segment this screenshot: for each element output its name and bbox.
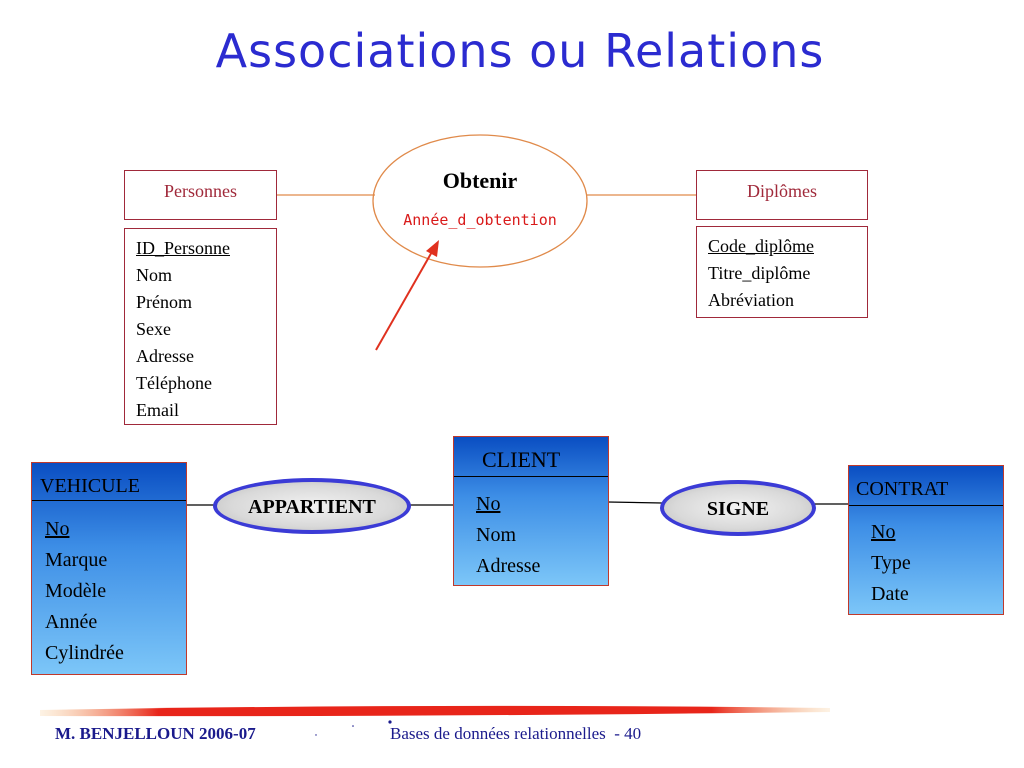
attribute-key: No [476,493,501,515]
entity-header-personnes: Personnes [124,170,277,220]
arrow-line [375,249,434,351]
entity-client: CLIENT No Nom Adresse [453,436,609,586]
entity-name: VEHICULE [32,463,186,501]
attribute-key: No [45,518,70,540]
slide-title: Associations ou Relations [215,24,825,78]
attribute: Cylindrée [45,642,124,664]
entity-name: Diplômes [747,181,817,201]
attribute-key: Code_diplôme [708,236,814,256]
relation-name: APPARTIENT [248,496,376,518]
footer-author: M. BENJELLOUN 2006-07 [55,724,256,743]
attribute: Abréviation [708,290,794,310]
footer-page-number: - 40 [614,724,642,743]
relation-appartient: APPARTIENT [213,478,411,534]
relation-name: SIGNE [706,498,770,520]
entity-attributes-diplomes: Code_diplôme Titre_diplôme Abréviation [696,226,868,318]
attribute-list: No Nom Adresse [476,489,540,582]
attribute-list: No Type Date [871,517,911,610]
attribute: Modèle [45,580,107,602]
attribute: Email [136,400,179,420]
attribute-key: ID_Personne [136,238,230,258]
link-client-signe [607,501,663,504]
relation-signe: SIGNE [660,480,816,536]
attribute: Année [45,611,98,633]
attribute: Adresse [136,346,194,366]
attribute: Sexe [136,319,171,339]
attribute: Marque [45,549,108,571]
attribute: Téléphone [136,373,212,393]
footer-bar [40,705,830,717]
entity-name: CONTRAT [849,466,1003,506]
attribute-key: No [871,521,896,543]
relation-oval-obtenir [372,134,588,268]
relation-name-obtenir: Obtenir [442,168,518,193]
footer-dot [352,725,354,727]
attribute: Adresse [476,555,541,577]
attribute: Date [871,583,909,605]
entity-vehicule: VEHICULE No Marque Modèle Année Cylindré… [31,462,187,675]
attribute: Type [871,552,911,574]
attribute: Prénom [136,292,192,312]
entity-name: Personnes [164,181,237,201]
entity-contrat: CONTRAT No Type Date [848,465,1004,615]
footer-dot [388,720,392,724]
arrow-head [426,240,439,257]
footer-course: Bases de données relationnelles - 40 [390,724,641,744]
footer-course-title: Bases de données relationnelles [390,724,606,743]
attribute: Nom [476,524,516,546]
attribute: Titre_diplôme [708,263,811,283]
attribute: Nom [136,265,172,285]
relation-attribute: Année_d_obtention [403,211,557,229]
attribute-list: No Marque Modèle Année Cylindrée [45,514,124,669]
entity-header-diplomes: Diplômes [696,170,868,220]
entity-name: CLIENT [454,437,608,477]
footer-dot [315,734,317,736]
entity-attributes-personnes: ID_Personne Nom Prénom Sexe Adresse Télé… [124,228,277,425]
